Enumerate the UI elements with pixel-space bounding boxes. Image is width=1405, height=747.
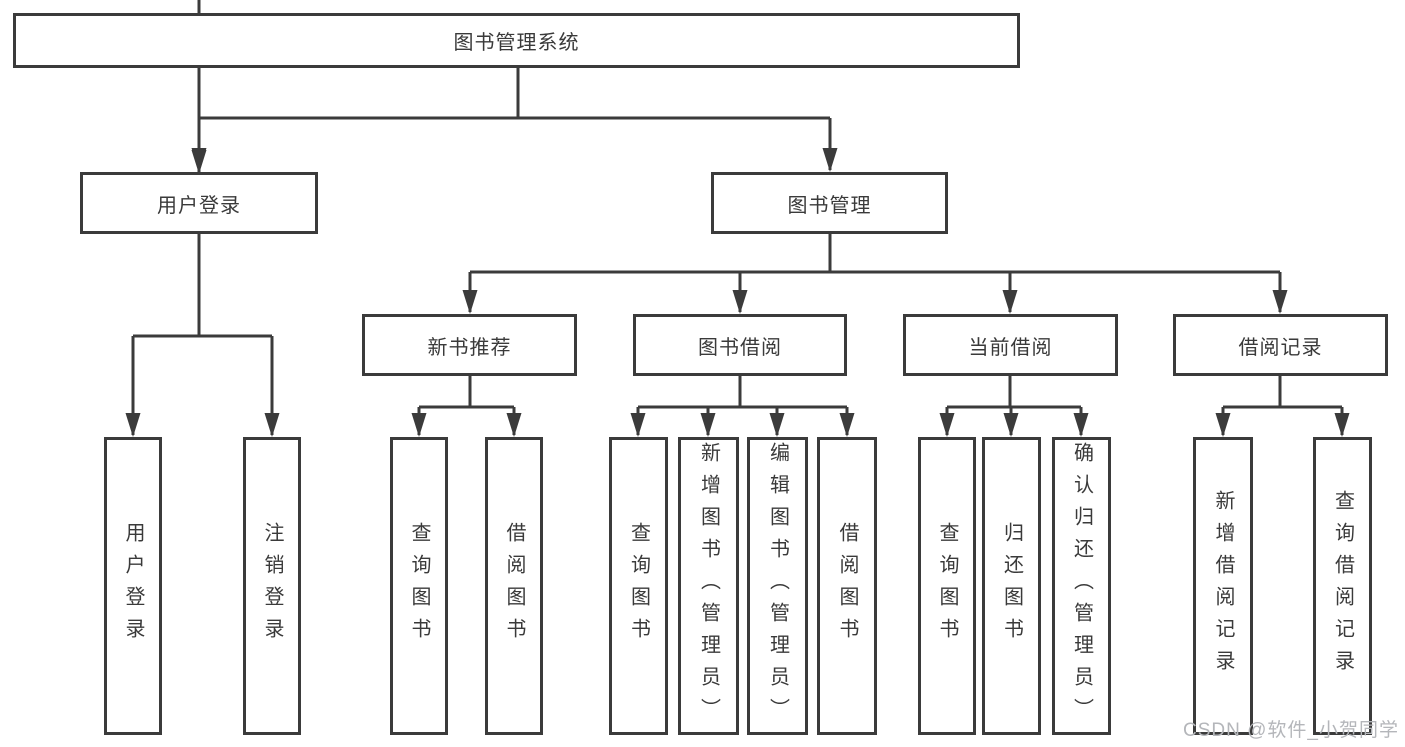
leaf-logout-login: 注销登录	[243, 437, 301, 735]
node-label: 编辑图书（管理员）	[766, 442, 789, 730]
node-label: 图书管理系统	[453, 32, 580, 54]
node-label: 查询借阅记录	[1331, 490, 1354, 682]
node-label: 借阅图书	[836, 522, 858, 650]
csdn-watermark: CSDN @软件_小贺同学	[1183, 720, 1399, 741]
node-label: 当前借阅	[968, 336, 1053, 359]
node-label: 归还图书	[1000, 522, 1023, 650]
node-label: 查询图书	[627, 522, 650, 650]
node-label: 用户登录	[157, 194, 241, 217]
leaf-confirm-return-admin: 确认归还（管理员）	[1052, 437, 1111, 735]
node-label: 新书推荐	[427, 336, 512, 359]
leaf-add-book-admin: 新增图书（管理员）	[678, 437, 739, 735]
node-borrowing-records: 借阅记录	[1173, 314, 1388, 376]
leaf-edit-book-admin: 编辑图书（管理员）	[747, 437, 808, 735]
node-current-borrowing: 当前借阅	[903, 314, 1118, 376]
node-label: 新增借阅记录	[1212, 490, 1234, 682]
leaf-query-books-borrowing: 查询图书	[609, 437, 668, 735]
leaf-user-login: 用户登录	[104, 437, 162, 735]
node-label: 借阅图书	[503, 522, 525, 650]
leaf-query-books-current: 查询图书	[918, 437, 976, 735]
node-book-management: 图书管理	[711, 172, 948, 234]
node-book-borrowing: 图书借阅	[633, 314, 847, 376]
leaf-query-borrow-record: 查询借阅记录	[1313, 437, 1372, 735]
edges-new-book-recommend-to-leaves	[411, 376, 522, 437]
node-book-management-system: 图书管理系统	[13, 13, 1020, 68]
edges-book-management-to-level3	[462, 234, 1288, 314]
edges-book-borrowing-to-leaves	[630, 376, 855, 437]
node-label: 查询图书	[936, 522, 958, 650]
node-label: 用户登录	[122, 522, 144, 650]
node-label: 图书借阅	[698, 336, 782, 359]
node-label: 注销登录	[261, 522, 283, 650]
node-label: 新增图书（管理员）	[697, 442, 720, 730]
leaf-borrow-books-borrowing: 借阅图书	[817, 437, 877, 735]
node-label: 查询图书	[408, 522, 430, 650]
node-user-login: 用户登录	[80, 172, 318, 234]
leaf-add-borrow-record: 新增借阅记录	[1193, 437, 1253, 735]
leaf-return-books: 归还图书	[982, 437, 1041, 735]
node-label: 图书管理	[787, 194, 872, 217]
edges-borrowing-records-to-leaves	[1215, 376, 1350, 437]
edges-user-login-to-leaves	[125, 234, 280, 437]
node-new-book-recommend: 新书推荐	[362, 314, 577, 376]
node-label: 借阅记录	[1238, 336, 1323, 359]
leaf-query-books-recommend: 查询图书	[390, 437, 448, 735]
node-label: 确认归还（管理员）	[1070, 442, 1093, 730]
leaf-borrow-books-recommend: 借阅图书	[485, 437, 543, 735]
edges-current-borrowing-to-leaves	[939, 376, 1089, 437]
